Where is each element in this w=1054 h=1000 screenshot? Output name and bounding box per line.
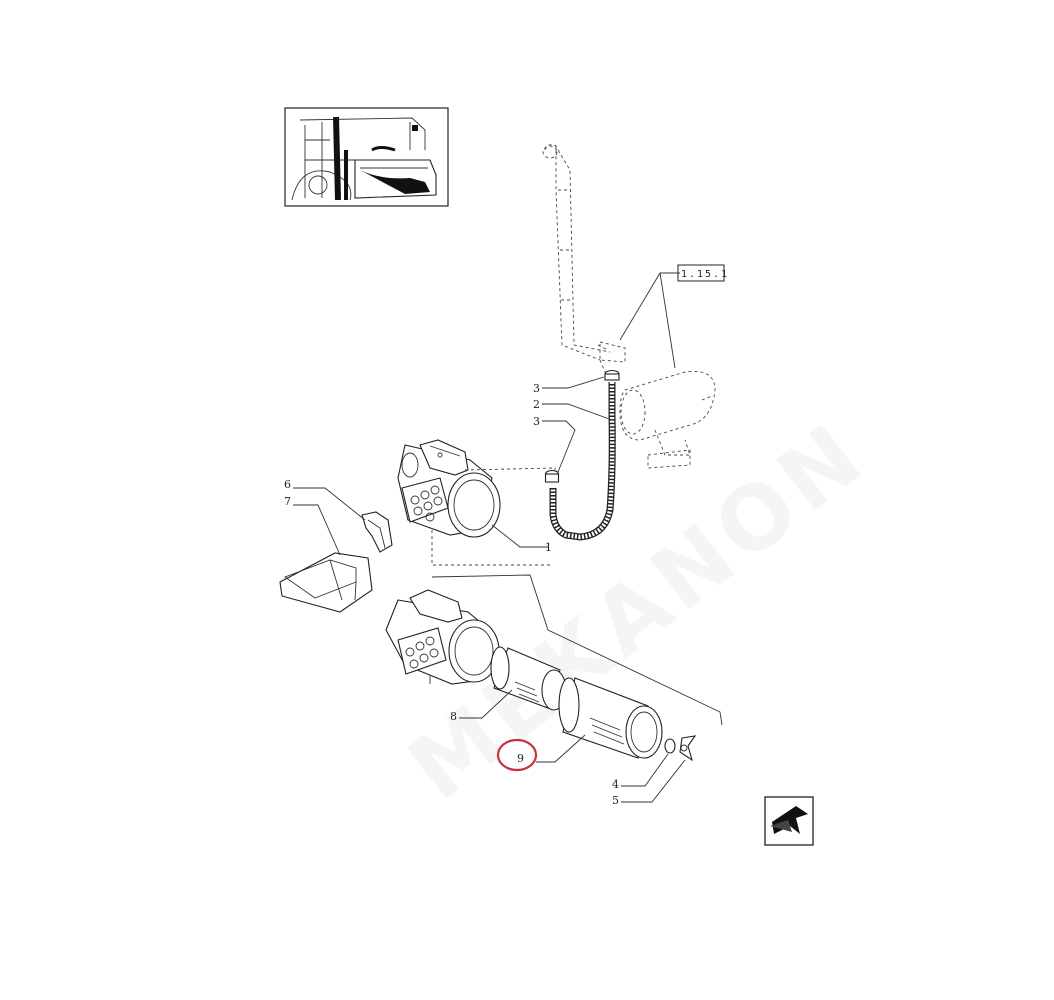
callout-6: 6 — [284, 478, 291, 491]
hose-clamp-upper — [604, 369, 620, 381]
callout-9: 9 — [517, 752, 524, 765]
highlight-circle — [496, 738, 538, 772]
hose-clamp-lower — [544, 469, 560, 483]
air-cleaner-housing — [397, 439, 501, 538]
tractor-thumbnail — [284, 107, 449, 207]
washer — [664, 738, 676, 754]
reference-label: 1.15.1 — [681, 269, 729, 280]
outer-filter-element — [558, 677, 663, 759]
support-pad — [279, 552, 373, 613]
callout-3-upper: 3 — [533, 382, 540, 395]
wing-nut — [679, 735, 697, 762]
rubber-hose — [549, 382, 616, 541]
callout-5: 5 — [612, 794, 619, 807]
callout-3-lower: 3 — [533, 415, 540, 428]
mounting-bracket — [361, 511, 393, 553]
callout-1: 1 — [545, 541, 552, 554]
leader-lines — [293, 376, 686, 803]
next-page-arrow-icon[interactable] — [764, 796, 814, 846]
inner-filter-element — [490, 646, 567, 711]
callout-2: 2 — [533, 398, 540, 411]
callout-7: 7 — [284, 495, 291, 508]
callout-4: 4 — [612, 778, 619, 791]
reference-callout: 1.15.1 — [619, 264, 729, 369]
exhaust-pipe — [542, 144, 626, 373]
air-cleaner-housing-exploded — [385, 589, 500, 685]
callout-8: 8 — [450, 710, 457, 723]
muffler — [619, 370, 716, 469]
